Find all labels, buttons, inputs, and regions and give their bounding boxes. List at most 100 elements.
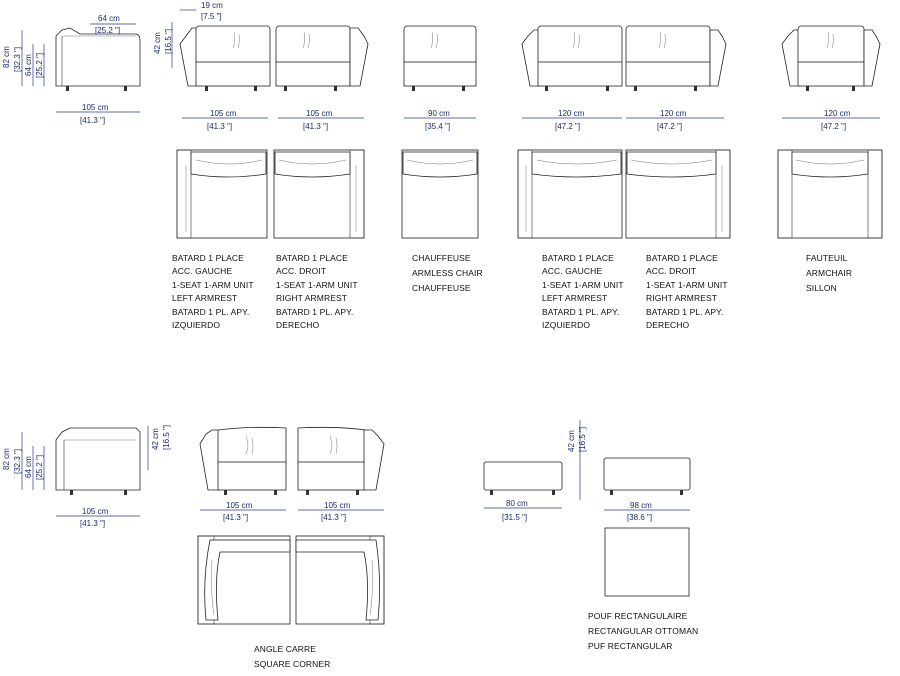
dimension-105-angle-a: 105 cm [41.3 "] (200, 501, 286, 522)
dim-120-b-inch: [47.2 "] (657, 122, 682, 131)
pouf-small-front (483, 461, 563, 495)
dimension-42-top: 42 cm [16.5 "] (153, 22, 173, 68)
label-line: DERECHO (276, 319, 320, 330)
dim-120-a-label: 120 cm (558, 109, 585, 118)
dimension-120-c: 120 cm [47.2 "] (782, 109, 880, 131)
batard-120-left-plan (517, 149, 623, 239)
dim-82-b-inch: [32.3 "] (13, 449, 22, 474)
dimension-90: 90 cm [35.4 "] (404, 109, 476, 131)
batard-120-right-front (625, 25, 727, 91)
dim-19-label: 19 cm (201, 1, 223, 10)
label-line: CHAUFFEUSE (412, 253, 471, 263)
dim-120-c-inch: [47.2 "] (821, 122, 846, 131)
dimension-98: 98 cm [38.6 "] (604, 501, 690, 522)
pouf-rect-front (603, 457, 691, 495)
dim-42-label: 42 cm (153, 32, 162, 54)
dimension-105-angle-b: 105 cm [41.3 "] (298, 501, 384, 522)
angle-right-plan (295, 535, 385, 625)
dim-64v-inch: [25.2 "] (35, 53, 44, 78)
dim-80-label: 80 cm (506, 499, 528, 508)
dim-98-inch: [38.6 "] (627, 513, 652, 522)
batard-right-front (275, 25, 369, 91)
label-line: BATARD 1 PL. APY. (172, 307, 250, 317)
dim-98-label: 98 cm (630, 501, 652, 510)
label-line: 1-SEAT 1-ARM UNIT (276, 280, 358, 290)
dim-90-label: 90 cm (428, 109, 450, 118)
label-line: ARMLESS CHAIR (412, 268, 483, 278)
dim-105-sb-inch: [41.3 "] (80, 519, 105, 528)
dimension-105-side-bottom: 105 cm [41.3 "] (56, 507, 140, 528)
label-line: DERECHO (646, 319, 690, 330)
label-line: LEFT ARMREST (172, 292, 238, 303)
label-line: LEFT ARMREST (542, 292, 608, 303)
dim-105-side-label: 105 cm (82, 103, 109, 112)
label-fauteuil: FAUTEUIL ARMCHAIR SILLON (806, 251, 852, 296)
dim-120-a-inch: [47.2 "] (555, 122, 580, 131)
label-line: ANGLE CARRE (254, 644, 317, 654)
dim-42-inch: [16.5 "] (164, 29, 173, 54)
dim-64v-b-label: 64 cm (24, 456, 33, 478)
batard-120-left-front (521, 25, 623, 91)
label-line: BATARD 1 PLACE (646, 253, 718, 263)
dimension-82-side-bottom: 82 cm [32.3 "] 64 cm [25.2 "] (2, 432, 45, 490)
dimension-42-pouf: 42 cm [16.5 "] (567, 420, 587, 500)
fauteuil-plan (777, 149, 883, 239)
label-line: BATARD 1 PL. APY. (276, 307, 354, 317)
label-line: RIGHT ARMREST (646, 292, 718, 303)
dim-105-ab-inch: [41.3 "] (321, 513, 346, 522)
dim-42-p-inch: [16.5 "] (578, 427, 587, 452)
batard-left-front (179, 25, 271, 91)
batard-left-plan (176, 149, 268, 239)
label-batard-left: BATARD 1 PLACE ACC. GAUCHE 1-SEAT 1-ARM … (172, 252, 254, 331)
dim-42-b-label: 42 cm (151, 428, 160, 450)
dim-105-a-label: 105 cm (210, 109, 237, 118)
dim-80-inch: [31.5 "] (502, 513, 527, 522)
dim-82-label: 82 cm (2, 46, 11, 68)
pouf-rect-plan (604, 527, 690, 597)
label-line: FAUTEUIL (806, 253, 848, 263)
fauteuil-front (781, 25, 881, 91)
dim-105-b-label: 105 cm (306, 109, 333, 118)
label-line: ACC. GAUCHE (172, 265, 233, 276)
dimension-120-b: 120 cm [47.2 "] (626, 109, 724, 131)
dim-42-p-label: 42 cm (567, 430, 576, 452)
dimension-105-side: 105 cm [41.3 "] (56, 103, 140, 125)
chauffeuse-plan (401, 149, 479, 239)
dimension-105-b: 105 cm [41.3 "] (278, 109, 364, 131)
label-line: POUF RECTANGULAIRE (588, 611, 688, 621)
label-batard-120-right: BATARD 1 PLACE ACC. DROIT 1-SEAT 1-ARM U… (646, 252, 728, 331)
dimension-82-side: 82 cm [32.3 "] 64 cm [25.2 "] (2, 30, 45, 86)
dim-64-label: 64 cm (98, 14, 120, 23)
label-line: RECTANGULAR OTTOMAN (588, 626, 699, 636)
dim-120-b-label: 120 cm (660, 109, 687, 118)
angle-right-front (297, 426, 385, 495)
dim-64v-label: 64 cm (24, 54, 33, 76)
dim-19-inch: [7.5 "] (201, 12, 222, 21)
label-line: 1-SEAT 1-ARM UNIT (646, 280, 728, 290)
label-line: PUF RECTANGULAR (588, 641, 673, 651)
label-line: ACC. DROIT (276, 265, 327, 276)
dim-90-inch: [35.4 "] (425, 122, 450, 131)
dimension-64-top: 64 cm [25.2 "] (90, 14, 136, 35)
dim-105-sb-label: 105 cm (82, 507, 109, 516)
label-line: CHAUFFEUSE (412, 283, 471, 293)
label-line: BATARD 1 PL. APY. (646, 307, 724, 317)
side-view-top (55, 27, 141, 91)
label-angle: ANGLE CARRE SQUARE CORNER (254, 642, 330, 672)
label-line: 1-SEAT 1-ARM UNIT (542, 280, 624, 290)
side-view-bottom (55, 427, 141, 495)
dim-105-a-inch: [41.3 "] (207, 122, 232, 131)
label-line: BATARD 1 PLACE (542, 253, 614, 263)
batard-120-right-plan (625, 149, 731, 239)
dim-105-b-inch: [41.3 "] (303, 122, 328, 131)
label-line: 1-SEAT 1-ARM UNIT (172, 280, 254, 290)
label-pouf: POUF RECTANGULAIRE RECTANGULAR OTTOMAN P… (588, 609, 698, 654)
label-line: BATARD 1 PLACE (172, 253, 244, 263)
dimension-42-bottom: 42 cm [16.5 "] (147, 425, 171, 470)
label-line: BATARD 1 PL. APY. (542, 307, 620, 317)
dimension-105-a: 105 cm [41.3 "] (182, 109, 268, 131)
dim-105-side-inch: [41.3 "] (80, 116, 105, 125)
batard-right-plan (273, 149, 365, 239)
angle-left-front (199, 426, 287, 495)
